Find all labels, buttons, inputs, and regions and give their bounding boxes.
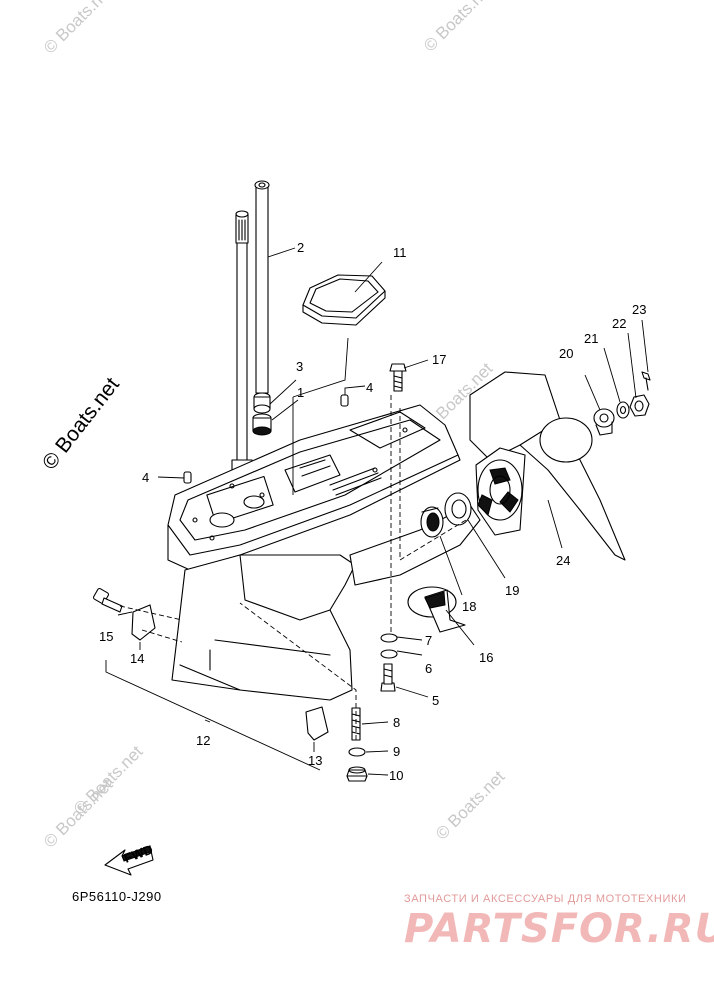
callout-9: 9 bbox=[393, 744, 400, 759]
callout-7: 7 bbox=[425, 633, 432, 648]
drain-bolt bbox=[380, 663, 396, 692]
callout-22: 22 bbox=[612, 316, 626, 331]
dowel-pin bbox=[340, 394, 349, 407]
callout-23: 23 bbox=[632, 302, 646, 317]
callout-5: 5 bbox=[432, 693, 439, 708]
propeller bbox=[469, 371, 626, 561]
spacer-20 bbox=[593, 408, 615, 436]
gasket-6 bbox=[380, 649, 398, 659]
callout-16: 16 bbox=[479, 650, 493, 665]
drive-shaft bbox=[254, 180, 270, 394]
bolt-15 bbox=[92, 587, 123, 613]
callout-18: 18 bbox=[462, 599, 476, 614]
drive-shaft-seal bbox=[252, 413, 272, 436]
callout-13: 13 bbox=[308, 753, 322, 768]
lower-casing bbox=[167, 404, 481, 701]
callout-4: 4 bbox=[366, 380, 373, 395]
gasket bbox=[302, 274, 386, 326]
shop-caption: ЗАПЧАСТИ И АКСЕССУАРЫ ДЛЯ МОТОТЕХНИКИ bbox=[404, 893, 687, 905]
callout-19: 19 bbox=[505, 583, 519, 598]
spacer-18 bbox=[420, 506, 444, 538]
nut-10 bbox=[346, 766, 368, 782]
dowel-pin bbox=[183, 471, 192, 484]
shift-rod bbox=[231, 210, 253, 479]
callout-12: 12 bbox=[196, 733, 210, 748]
fwd-arrow-icon bbox=[104, 845, 154, 876]
callout-10: 10 bbox=[389, 768, 403, 783]
callout-11: 11 bbox=[393, 245, 407, 260]
callout-6: 6 bbox=[425, 661, 432, 676]
gasket-7 bbox=[380, 633, 398, 643]
propeller-nut bbox=[629, 394, 650, 417]
callout-3: 3 bbox=[296, 359, 303, 374]
thrust-washer-19 bbox=[444, 492, 472, 526]
cotter-pin bbox=[641, 371, 651, 391]
callout-24: 24 bbox=[556, 553, 570, 568]
callout-2: 2 bbox=[297, 240, 304, 255]
thrust-washer bbox=[407, 586, 466, 633]
trim-tab-anode bbox=[305, 706, 329, 741]
anode bbox=[131, 604, 156, 641]
callout-8: 8 bbox=[393, 715, 400, 730]
callout-1: 1 bbox=[297, 385, 304, 400]
drive-shaft-bushing bbox=[253, 392, 271, 414]
callout-15: 15 bbox=[99, 629, 113, 644]
diagram-code: 6P56110-J290 bbox=[72, 889, 162, 904]
shop-logo: PARTSFOR.RU bbox=[404, 906, 714, 952]
callout-21: 21 bbox=[584, 331, 598, 346]
washer-9 bbox=[348, 747, 366, 757]
callout-14: 14 bbox=[130, 651, 144, 666]
callout-20: 20 bbox=[559, 346, 573, 361]
callout-17: 17 bbox=[432, 352, 446, 367]
bolt-17 bbox=[389, 363, 407, 392]
washer-21 bbox=[616, 401, 630, 419]
callout-4: 4 bbox=[142, 470, 149, 485]
